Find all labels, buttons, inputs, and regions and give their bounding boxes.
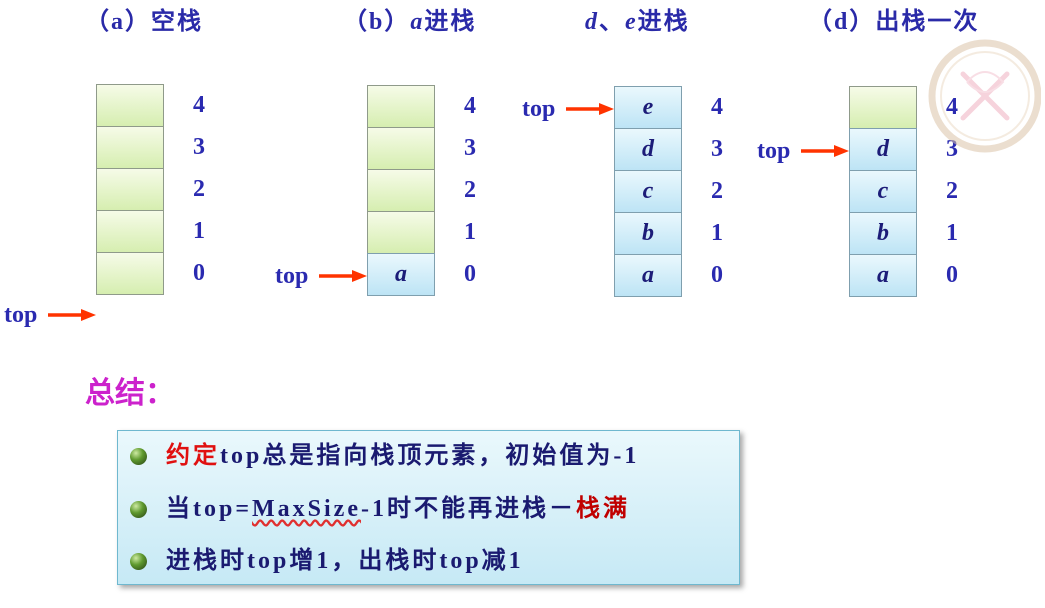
stack-a-index-label: 2 [193,176,205,202]
title-label: （b） [343,9,411,35]
stack-a-index-label: 0 [193,260,205,286]
stack-d-cell [849,86,917,129]
title-push-d-e: d、e进栈 [585,6,690,38]
bullet-icon [130,448,147,465]
stack-c-top-label: top [522,96,556,122]
stack-c-index-label: 0 [711,262,723,288]
top-pointer-arrow-icon [319,270,367,282]
stack-a-top-label: top [4,302,38,328]
stack-b-cell: a [367,253,435,296]
stack-d-index-label: 4 [946,94,958,120]
title-push-a: （b）a进栈 [343,6,476,38]
stack-c-cell: e [614,86,682,129]
stack-a-index-label: 1 [193,218,205,244]
stack-a-cell [96,252,164,295]
stack-c-cell: d [614,128,682,171]
stack-c-index-label: 1 [711,220,723,246]
title-text: 进栈 [424,9,477,35]
arrow-head [81,309,96,321]
stack-b-index-label: 1 [464,219,476,245]
watermark-logo [928,39,1041,153]
top-pointer-arrow-icon [801,145,849,157]
stack-a-index-label: 3 [193,134,205,160]
summary-item-text: 约定top总是指向栈顶元素，初始值为-1 [166,438,639,474]
arrow-head [352,270,367,282]
top-pointer-arrow-icon [48,309,96,321]
stack-b-index-label: 4 [464,93,476,119]
stack-a-cell [96,84,164,127]
stack-a-cell [96,126,164,169]
stack-d-cell: d [849,128,917,171]
title-empty-stack: （a）空栈 [85,6,203,38]
title-text: 出栈一次 [875,9,980,35]
arrow-head [834,145,849,157]
summary-heading: 总结： [85,376,175,411]
stack-a-cell [96,210,164,253]
summary-box: 约定top总是指向栈顶元素，初始值为-1 当top=MaxSize-1时不能再进… [117,430,740,585]
stack-c-index-label: 4 [711,94,723,120]
stack-full-text: 栈满 [576,496,630,522]
stack-d-cell: a [849,254,917,297]
stack-b-index-label: 2 [464,177,476,203]
summary-item-text: 进栈时top增1，出栈时top减1 [166,543,524,579]
stack-b-index-label: 3 [464,135,476,161]
arrow-head [599,103,614,115]
stack-b-cell [367,127,435,170]
stack-b-cell [367,85,435,128]
stack-a-index-label: 4 [193,92,205,118]
item-text: -1时不能再进栈－ [361,496,576,522]
summary-item: 进栈时top增1，出栈时top减1 [130,543,730,579]
summary-item: 约定top总是指向栈顶元素，初始值为-1 [130,438,730,474]
item-text: 当top= [166,496,253,522]
stack-d-top-label: top [757,138,791,164]
stack-c-index-label: 2 [711,178,723,204]
stack-c-cell: c [614,170,682,213]
item-text: top总是指向栈顶元素，初始值为-1 [220,443,640,469]
title-pop-once: （d）出栈一次 [808,6,979,38]
stack-d-index-label: 2 [946,178,958,204]
maxsize-term: MaxSize [252,496,361,522]
stack-b-cell [367,169,435,212]
stack-a-cell [96,168,164,211]
summary-item: 当top=MaxSize-1时不能再进栈－栈满 [130,491,730,527]
stack-c-cell: b [614,212,682,255]
title-text: 空栈 [151,9,203,35]
stack-d-index-label: 3 [946,136,958,162]
title-variable: e [625,9,638,35]
title-separator: 、 [599,9,625,35]
item-text: 进栈时top增1，出栈时top减1 [166,548,524,574]
stack-b-top-label: top [275,263,309,289]
stack-d-cell: c [849,170,917,213]
bullet-icon [130,553,147,570]
emphasis-text: 约定 [166,443,220,469]
stack-c-cell: a [614,254,682,297]
summary-item-text: 当top=MaxSize-1时不能再进栈－栈满 [166,491,630,527]
stack-d-cell: b [849,212,917,255]
bullet-icon [130,501,147,518]
stack-b-cell [367,211,435,254]
stack-d-index-label: 0 [946,262,958,288]
title-variable: a [410,9,425,35]
title-label: （a） [85,9,151,35]
title-label: （d） [808,9,876,35]
title-text: 进栈 [637,9,690,35]
stack-c-index-label: 3 [711,136,723,162]
top-pointer-arrow-icon [566,103,614,115]
stack-d-index-label: 1 [946,220,958,246]
title-variable: d [585,9,599,35]
stack-b-index-label: 0 [464,261,476,287]
